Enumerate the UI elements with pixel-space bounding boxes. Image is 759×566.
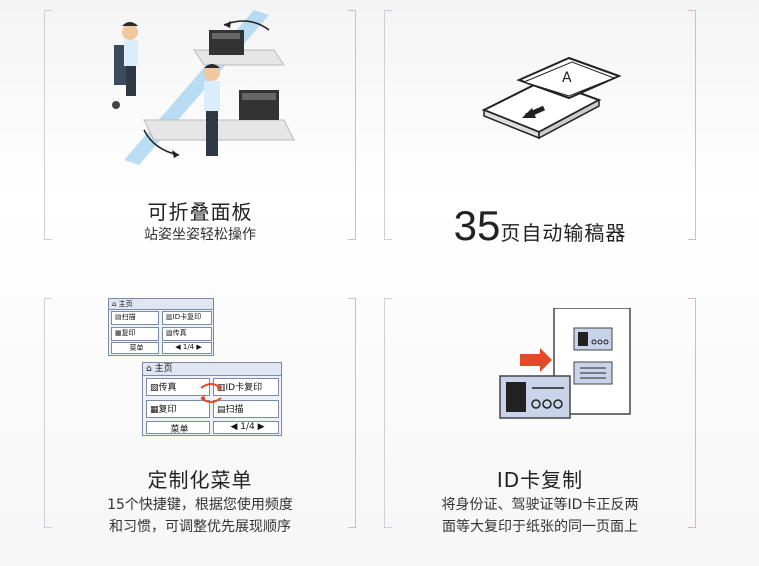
large-copy-button[interactable]: ▦复印 xyxy=(146,400,210,418)
foldable-panel-illustration xyxy=(112,10,295,165)
feeder-page-count: 35 xyxy=(453,202,501,249)
small-fax-button[interactable]: ▧传真 xyxy=(162,327,212,341)
feature-subtitle-line-2: 面等大复印于纸张的同一页面上 xyxy=(442,519,638,535)
small-menu-button[interactable]: 菜单 xyxy=(111,342,159,354)
small-scan-button[interactable]: ▤扫描 xyxy=(111,311,159,325)
small-copy-button[interactable]: ▦复印 xyxy=(111,327,159,341)
feature-subtitle: 站姿坐姿轻松操作 xyxy=(144,227,256,243)
feature-subtitle-line-1: 15个快捷键，根据您使用频度 xyxy=(107,497,293,513)
small-pager[interactable]: ◀ 1/4 ▶ xyxy=(162,342,212,354)
swap-arrows-icon xyxy=(200,383,222,403)
feature-auto-feeder: A 35页自动输稿器 xyxy=(384,10,696,249)
feature-title: 定制化菜单 xyxy=(147,468,253,492)
feature-title: 可折叠面板 xyxy=(147,200,253,224)
feature-title: ID卡复制 xyxy=(496,468,584,492)
large-menu-panel: ⌂ 主页 ▧传真 ▥ID卡复印 ▦复印 ▤扫描 菜单 ◀ 1/4 ▶ xyxy=(142,362,282,436)
home-header: ⌂ 主页 xyxy=(109,299,213,310)
large-menu-button[interactable]: 菜单 xyxy=(146,421,210,435)
home-header: ⌂ 主页 xyxy=(143,363,281,376)
id-card-copy-illustration xyxy=(499,308,631,419)
feature-subtitle-line-1: 将身份证、驾驶证等ID卡正反两 xyxy=(441,497,639,513)
feature-id-card-copy: ID卡复制 将身份证、驾驶证等ID卡正反两 面等大复印于纸张的同一页面上 xyxy=(384,298,696,535)
feature-foldable-panel: 可折叠面板 站姿坐姿轻松操作 xyxy=(44,10,356,243)
small-idcopy-button[interactable]: ▥ID卡复印 xyxy=(162,311,212,325)
feeder-letter: A xyxy=(562,70,572,86)
feeder-label: 页自动输稿器 xyxy=(500,221,627,245)
large-fax-button[interactable]: ▧传真 xyxy=(146,378,210,396)
small-menu-panel: ⌂ 主页 ▤扫描 ▥ID卡复印 ▦复印 ▧传真 菜单 ◀ 1/4 ▶ xyxy=(108,298,214,356)
feature-custom-menu: ⌂ 主页 ▤扫描 ▥ID卡复印 ▦复印 ▧传真 菜单 ◀ 1/4 ▶ ⌂ 主页 … xyxy=(44,298,356,535)
large-pager[interactable]: ◀ 1/4 ▶ xyxy=(213,421,279,434)
feature-subtitle-line-2: 和习惯，可调整优先展现顺序 xyxy=(109,519,291,535)
large-scan-button[interactable]: ▤扫描 xyxy=(213,400,279,418)
large-idcopy-button[interactable]: ▥ID卡复印 xyxy=(213,378,279,396)
document-feeder-illustration: A xyxy=(481,56,622,140)
feeder-heading: 35页自动输稿器 xyxy=(384,202,696,250)
